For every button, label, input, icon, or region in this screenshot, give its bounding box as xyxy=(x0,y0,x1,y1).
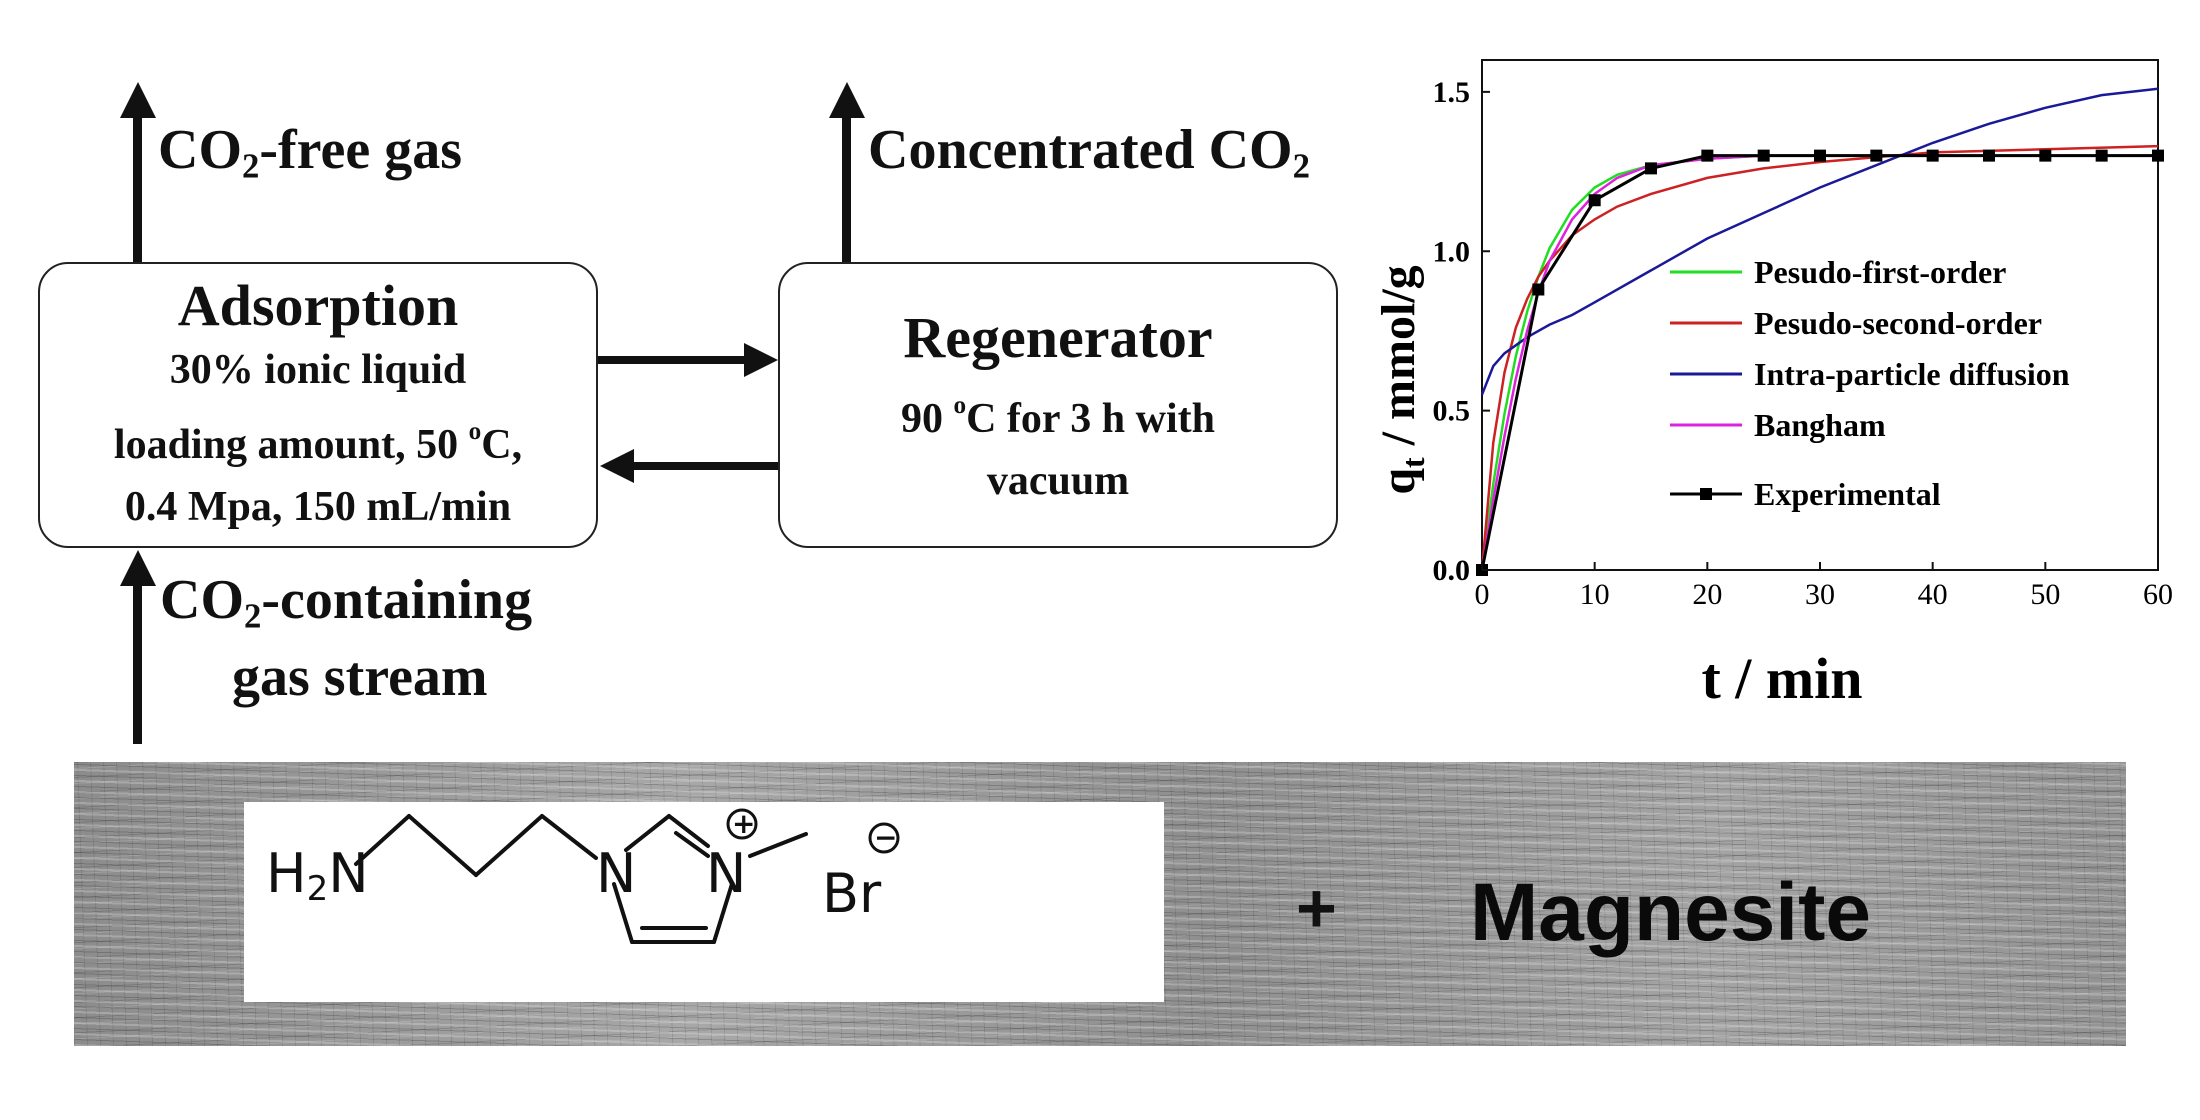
x-tick-label: 20 xyxy=(1692,578,1722,611)
to-adsorption-arrow-head xyxy=(600,449,634,483)
concentrated-co2-label: Concentrated CO2 xyxy=(868,119,1310,186)
experimental-point xyxy=(1588,194,1601,207)
y-tick-label: 1.5 xyxy=(1433,76,1471,109)
to-adsorption-arrow-shaft xyxy=(632,462,782,470)
legend-entry: Intra-particle diffusion xyxy=(1754,356,2070,392)
ring-bond-c2-n3-double xyxy=(674,831,710,858)
legend-entry: Experimental xyxy=(1754,476,1941,512)
co2-free-outlet-arrow xyxy=(133,116,142,262)
x-tick-label: 10 xyxy=(1580,578,1610,611)
experimental-point xyxy=(1870,149,1883,162)
x-tick-label: 50 xyxy=(2030,578,2060,611)
ionic-liquid-skeleton xyxy=(354,808,900,944)
series-line xyxy=(1480,87,2159,396)
amine-group: H2N xyxy=(266,842,369,909)
concentrated-co2-outlet-arrow xyxy=(842,116,851,264)
x-tick-label: 40 xyxy=(1918,578,1948,611)
cation-plus-sign: + xyxy=(732,807,756,840)
gas-stream-label: gas stream xyxy=(232,646,488,708)
x-tick-label: 0 xyxy=(1475,578,1490,611)
experimental-point xyxy=(1926,149,1939,162)
feed-gas-inlet-arrow xyxy=(133,584,142,744)
adsorption-box: Adsorption 30% ionic liquid loading amou… xyxy=(38,262,598,548)
ring-bond-n1-c2 xyxy=(624,814,671,852)
experimental-point xyxy=(1814,149,1826,162)
experimental-point xyxy=(2039,149,2052,162)
adsorption-title: Adsorption xyxy=(177,273,459,338)
cation-charge-circle xyxy=(726,808,758,840)
chain-bond-2 xyxy=(407,814,478,877)
anion-charge-circle xyxy=(868,822,900,854)
ionic-liquid-structure: H2N N N + Br − xyxy=(244,802,1164,1002)
ring-bond-c2-n3 xyxy=(667,814,710,848)
chain-bond-4 xyxy=(540,814,598,860)
regenerator-vacuum: vacuum xyxy=(986,457,1130,504)
anion-minus-sign: − xyxy=(874,821,898,854)
experimental-point xyxy=(1757,149,1770,162)
experimental-point xyxy=(2152,149,2164,162)
ring-bond-n3-c4 xyxy=(712,882,734,944)
adsorption-temperature: loading amount, 50 oC, xyxy=(113,418,523,468)
legend-entry: Pesudo-first-order xyxy=(1754,254,2006,290)
regenerator-title: Regenerator xyxy=(903,305,1213,370)
experimental-point xyxy=(2095,149,2108,162)
co2-free-gas-label: CO2-free gas xyxy=(158,119,463,186)
y-tick-label: 0.0 xyxy=(1433,554,1471,587)
y-tick-label: 1.0 xyxy=(1433,235,1471,268)
ring-bond-c5-n1 xyxy=(612,882,634,944)
magnesite-label: Magnesite xyxy=(1470,867,1871,958)
combine-plus-sign: + xyxy=(1296,869,1337,947)
y-axis-label: qt / mmol/g xyxy=(1372,265,1431,494)
co2-containing-label: CO2-containing xyxy=(160,569,533,636)
regenerator-conditions: 90 oC for 3 h with xyxy=(901,392,1215,442)
chain-bond-1 xyxy=(354,814,411,866)
methyl-bond xyxy=(748,832,808,858)
legend-entry: Bangham xyxy=(1754,407,1886,443)
bromide-anion: Br xyxy=(822,862,882,925)
chain-bond-3 xyxy=(474,814,544,877)
x-tick-label: 60 xyxy=(2143,578,2173,611)
experimental-point xyxy=(1645,162,1657,175)
adsorption-conditions: 0.4 Mpa, 150 mL/min xyxy=(124,483,512,530)
experimental-point xyxy=(1701,149,1714,162)
legend-entry: Pesudo-second-order xyxy=(1754,305,2042,341)
x-axis-label: t / min xyxy=(1701,646,1862,711)
series-line xyxy=(1480,144,2159,571)
ring-nitrogen-3: N xyxy=(706,842,747,905)
ring-nitrogen-1: N xyxy=(596,842,637,905)
to-regenerator-arrow-shaft xyxy=(598,356,746,364)
experimental-point xyxy=(1983,149,1995,162)
x-tick-label: 30 xyxy=(1805,578,1835,611)
regenerator-box: Regenerator 90 oC for 3 h with vacuum xyxy=(778,262,1338,548)
y-tick-label: 0.5 xyxy=(1433,395,1471,428)
kinetics-chart: 0 10 20 30 40 50 60 0.0 0.5 1.0 1.5 Pesudo-first-o… xyxy=(1372,59,2173,711)
adsorption-loading: 30% ionic liquid xyxy=(169,347,467,393)
legend-marker xyxy=(1700,488,1712,500)
experimental-point xyxy=(1532,283,1545,296)
to-regenerator-arrow-head xyxy=(744,343,778,377)
